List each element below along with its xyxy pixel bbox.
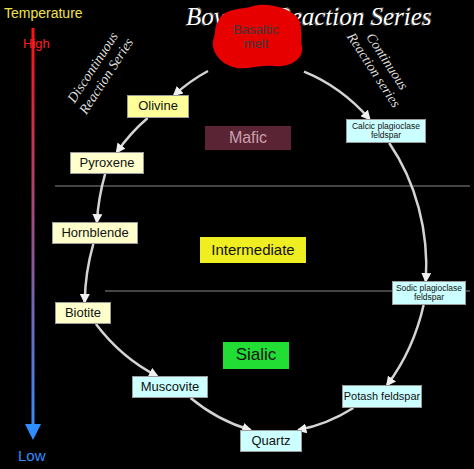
series-arrow xyxy=(191,398,251,430)
series-arrow xyxy=(96,324,157,376)
zone-band: Sialic xyxy=(223,342,289,369)
series-arrow xyxy=(174,71,208,95)
mineral-box: Olivine xyxy=(127,95,189,118)
node-text: Intermediate xyxy=(211,242,294,259)
series-arrow xyxy=(304,72,369,119)
zone-band: Mafic xyxy=(205,126,291,150)
node-text: Basaltic melt xyxy=(220,23,292,52)
series-arrow xyxy=(389,143,426,281)
divider-line xyxy=(55,186,470,187)
node-text: Quartz xyxy=(251,434,290,448)
zone-band: Intermediate xyxy=(200,237,306,263)
node-text: Potash feldspar xyxy=(344,390,420,402)
series-arrow xyxy=(387,305,423,385)
mineral-box: Quartz xyxy=(240,430,302,452)
temperature-arrowhead xyxy=(25,424,41,440)
mineral-box: Pyroxene xyxy=(70,152,144,174)
node-text: Mafic xyxy=(229,129,267,147)
node-text: Pyroxene xyxy=(80,156,135,170)
node-text: Calcic plagioclase feldspar xyxy=(347,122,425,141)
node-text: Muscovite xyxy=(141,380,200,394)
node-text: Sodic plagioclase feldspar xyxy=(393,284,465,303)
node-text: Olivine xyxy=(138,99,178,113)
blob-outline xyxy=(213,5,302,69)
node-text: Biotite xyxy=(65,306,101,320)
series-arrow xyxy=(85,244,94,302)
mineral-box: Sodic plagioclase feldspar xyxy=(392,281,466,305)
mineral-box: Biotite xyxy=(55,302,111,324)
axis-end-label: High xyxy=(23,36,50,51)
series-arrow xyxy=(117,118,148,152)
node-text: Sialic xyxy=(236,346,277,365)
mineral-box: Hornblende xyxy=(52,222,138,244)
melt-blob: Basaltic melt xyxy=(208,2,304,72)
mineral-box: Muscovite xyxy=(132,376,208,398)
axis-end-label: Low xyxy=(18,447,46,464)
node-text: Hornblende xyxy=(61,226,128,240)
series-arrow xyxy=(97,174,105,222)
mineral-box: Potash feldspar xyxy=(342,385,422,408)
axis-title: Temperature xyxy=(4,5,83,21)
mineral-box: Calcic plagioclase feldspar xyxy=(346,119,426,143)
temperature-axis xyxy=(32,28,35,428)
series-arrow xyxy=(298,408,353,430)
